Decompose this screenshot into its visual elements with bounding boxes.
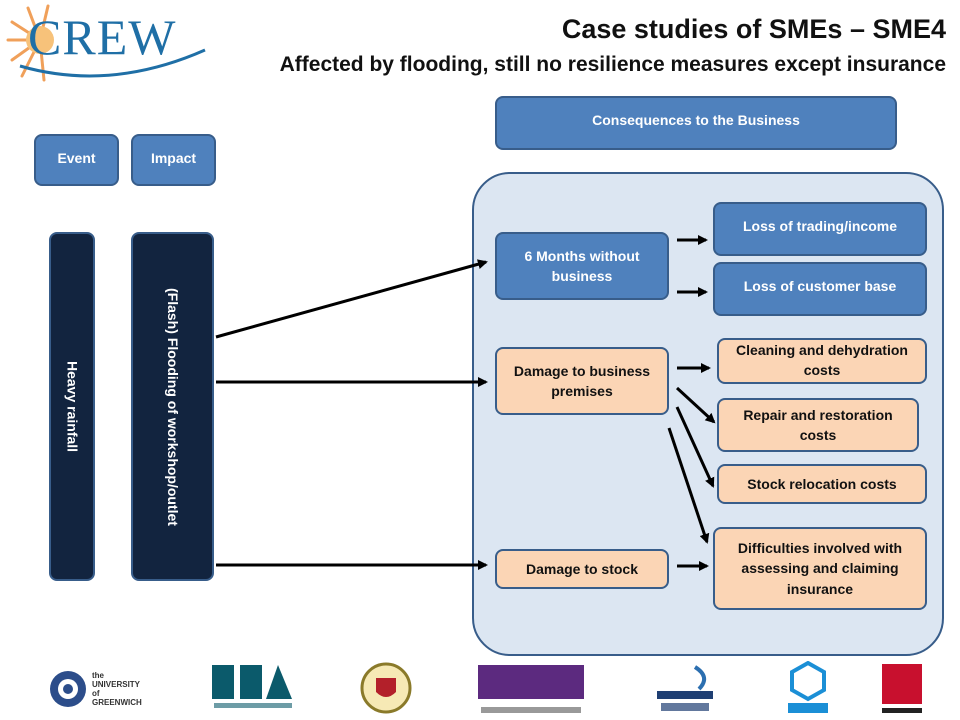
- impact-header: Impact: [131, 134, 216, 186]
- salford-logo: [358, 659, 414, 717]
- greenwich-logo-text: the UNIVERSITY of GREENWICH: [92, 671, 142, 707]
- uwe-logo-underline: [882, 707, 922, 713]
- greenwich-crest-icon: [50, 671, 86, 707]
- coventry-logo-icon: [657, 665, 713, 711]
- impact-bar-label: (Flash) Flooding of workshop/outlet: [165, 287, 181, 526]
- partner-logos: the UNIVERSITY of GREENWICH: [0, 655, 960, 720]
- stock-relocation-box: Stock relocation costs: [717, 464, 927, 504]
- manchester-logo-underline: [481, 707, 581, 713]
- event-header: Event: [34, 134, 119, 186]
- coventry-logo: [650, 661, 720, 717]
- uwe-logo: [880, 659, 924, 717]
- arrow-impact-to-months: [215, 259, 488, 339]
- manchester-logo: [478, 661, 584, 717]
- page-title: Case studies of SMEs – SME4: [561, 14, 946, 44]
- consequences-header: Consequences to the Business: [495, 96, 897, 150]
- uwe-logo-block: [882, 663, 922, 704]
- uea-logo-icon: [212, 665, 292, 708]
- page-subtitle: Affected by flooding, still no resilienc…: [279, 53, 946, 76]
- repair-costs-box: Repair and restoration costs: [717, 398, 919, 452]
- sun-rays-icon: [6, 4, 206, 82]
- crew-logo: CREW: [0, 0, 220, 90]
- crew-logo-text: CREW: [28, 9, 177, 65]
- salford-crest-icon: [360, 662, 412, 714]
- greenwich-logo: the UNIVERSITY of GREENWICH: [48, 661, 148, 717]
- loss-trading-box: Loss of trading/income: [713, 202, 927, 256]
- damage-premises-box: Damage to business premises: [495, 347, 669, 415]
- uea-logo: [208, 659, 298, 717]
- manchester-logo-block: [478, 665, 584, 699]
- impact-bar: (Flash) Flooding of workshop/outlet: [131, 232, 214, 581]
- cleaning-costs-box: Cleaning and dehydration costs: [717, 338, 927, 384]
- sac-logo: [780, 659, 836, 717]
- months-without-business-box: 6 Months without business: [495, 232, 669, 300]
- damage-stock-box: Damage to stock: [495, 549, 669, 589]
- event-bar-label: Heavy rainfall: [64, 360, 81, 453]
- event-bar: Heavy rainfall: [49, 232, 95, 581]
- loss-customer-box: Loss of customer base: [713, 262, 927, 316]
- sac-logo-icon: [788, 661, 828, 713]
- insurance-difficulties-box: Difficulties involved with assessing and…: [713, 527, 927, 610]
